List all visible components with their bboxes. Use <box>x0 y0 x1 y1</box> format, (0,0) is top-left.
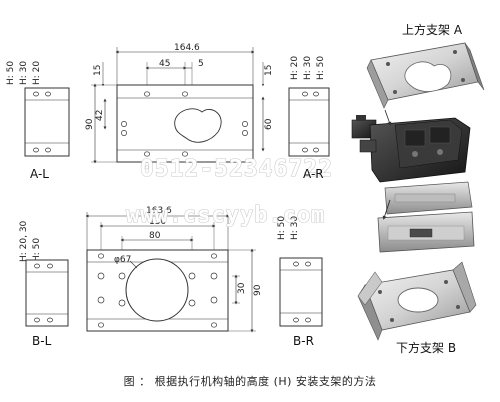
label-b-l: B-L <box>32 334 52 348</box>
label-upper-bracket: 上方支架 A <box>402 22 463 37</box>
view-bottom-plan: 163.6 130 80 φ67 30 <box>85 206 263 333</box>
dim-15-left: 15 <box>93 65 103 76</box>
h-label-bl-2: H: 50 <box>32 238 42 262</box>
label-a-l: A-L <box>30 167 49 181</box>
dim-90-top: 90 <box>85 118 95 130</box>
dim-42: 42 <box>95 110 105 121</box>
figure-caption: 图 ： 根据执行机构轴的高度 (H) 安装支架的方法 <box>123 375 377 388</box>
dim-60: 60 <box>264 118 274 130</box>
actuator-assembly-render: 上方支架 A <box>351 22 485 355</box>
watermark-site: www.cscyyb.com <box>126 203 325 228</box>
h-label-bl-1: H: 20, 30 <box>19 220 29 262</box>
dim-130: 130 <box>149 217 166 227</box>
dim-30: 30 <box>237 282 247 294</box>
view-b-l: H: 20, 30 H: 50 B-L <box>19 220 69 348</box>
h-label-al-1: H: 50 <box>6 61 16 85</box>
h-label-br-2: H: 30 <box>290 216 300 240</box>
dim-90-bottom: 90 <box>253 284 263 296</box>
h-label-br-1: H: 50 <box>277 216 287 240</box>
dim-phi67: φ67 <box>114 255 131 265</box>
h-label-ar-1: H: 20 <box>290 56 300 80</box>
view-top-plan: 164.6 45 5 15 90 42 15 60 <box>85 43 274 164</box>
h-label-ar-3: H: 50 <box>316 56 326 80</box>
view-a-l: H: 50 H: 30 H: 20 A-L <box>6 61 70 181</box>
h-label-al-3: H: 20 <box>32 61 42 85</box>
view-a-r: H: 20 H: 30 H: 50 <box>288 56 330 157</box>
label-b-r: B-R <box>293 334 314 348</box>
dim-45: 45 <box>159 59 170 69</box>
label-a-r: A-R <box>303 167 324 181</box>
h-label-ar-2: H: 30 <box>303 56 313 80</box>
dim-15-right: 15 <box>264 65 274 76</box>
dim-5: 5 <box>198 59 204 69</box>
watermark-phone: 0512-52346722 <box>140 156 333 182</box>
h-label-al-2: H: 30 <box>19 61 29 85</box>
dim-163-6: 163.6 <box>146 206 172 216</box>
view-b-r: H: 50 H: 30 B-R <box>277 216 323 348</box>
label-lower-bracket: 下方支架 B <box>396 340 456 355</box>
watermark: 0512-52346722 www.cscyyb.com <box>125 155 333 228</box>
dim-164-6: 164.6 <box>174 43 200 53</box>
dim-80: 80 <box>149 231 161 241</box>
